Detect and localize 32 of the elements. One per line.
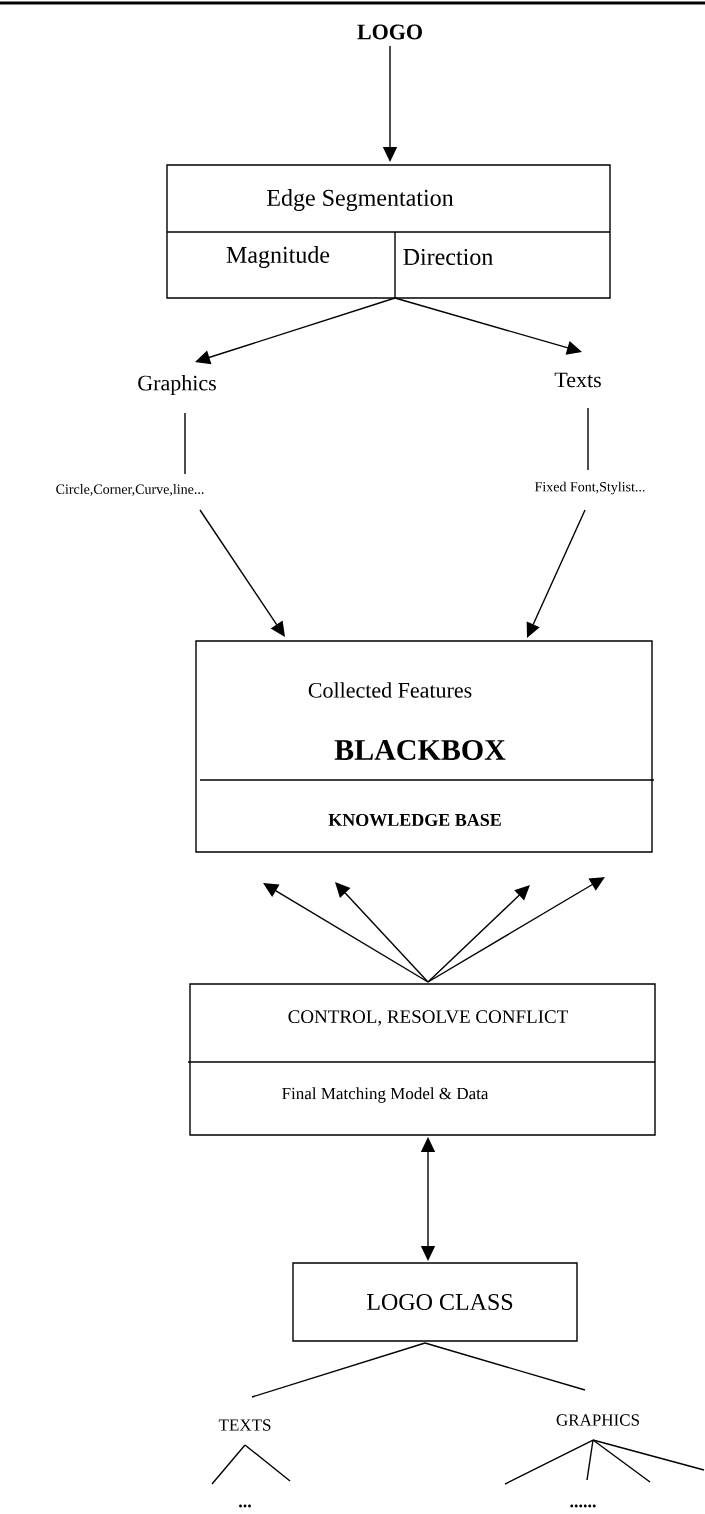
process-box: Collected Features BLACKBOX KNOWLEDGE BASE bbox=[195, 640, 655, 853]
arrow bbox=[526, 509, 586, 638]
ellipsis-text: ... bbox=[239, 1504, 251, 1508]
process-box: CONTROL, RESOLVE CONFLICT Final Matching Model & Data bbox=[187, 983, 656, 1136]
node-label: Circle,Corner,Curve,line... bbox=[56, 484, 204, 496]
node-label: Fixed Font,Stylist... bbox=[535, 481, 645, 495]
node-label: LOGO bbox=[357, 24, 422, 40]
connector-line bbox=[184, 412, 186, 475]
process-box: LOGO CLASS bbox=[292, 1262, 578, 1342]
connector-line bbox=[251, 1342, 426, 1398]
connector-line bbox=[244, 1444, 291, 1482]
connector-line bbox=[504, 1439, 594, 1485]
connector-line bbox=[586, 1439, 594, 1481]
arrow bbox=[199, 509, 285, 637]
connector-line bbox=[587, 407, 589, 471]
connector-line bbox=[592, 1439, 705, 1471]
arrow bbox=[394, 297, 582, 355]
arrow bbox=[335, 882, 429, 983]
ellipsis-text: ...... bbox=[570, 1504, 596, 1508]
node-label: TEXTS bbox=[218, 1419, 271, 1431]
arrow bbox=[195, 297, 396, 365]
connector-line bbox=[592, 1439, 651, 1483]
arrow bbox=[427, 885, 530, 983]
process-box: Edge Segmentation Magnitude Direction bbox=[166, 164, 611, 299]
node-label: GRAPHICS bbox=[556, 1414, 639, 1426]
arrow bbox=[263, 883, 429, 983]
node-label: Texts bbox=[554, 372, 601, 388]
arrow bbox=[420, 1137, 436, 1261]
node-label: Graphics bbox=[138, 375, 216, 395]
arrow bbox=[427, 877, 605, 983]
connector-line bbox=[211, 1444, 246, 1485]
connector-line bbox=[424, 1342, 586, 1391]
